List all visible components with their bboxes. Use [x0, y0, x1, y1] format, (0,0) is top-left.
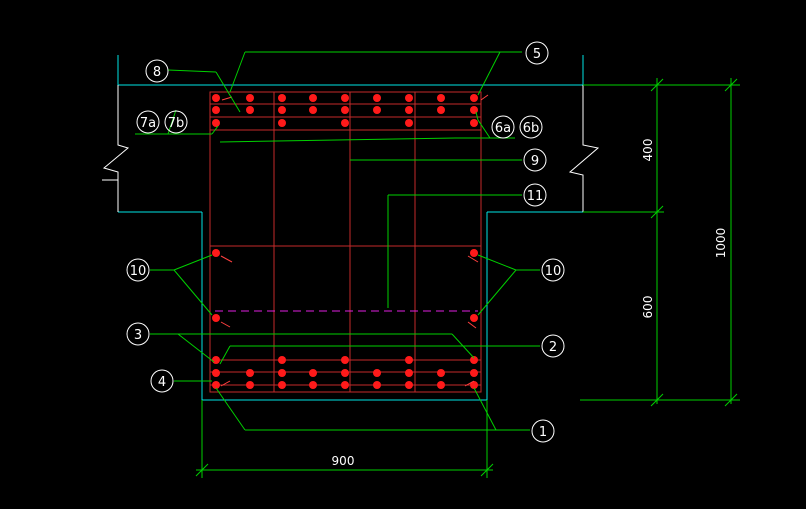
bottom-bars	[212, 356, 478, 389]
callout-10-left-label: 10	[130, 264, 147, 279]
side-bars	[212, 249, 478, 322]
rebar-dot	[405, 381, 413, 389]
rebar-dot	[278, 94, 286, 102]
callout-11-label: 11	[527, 189, 544, 204]
rebar-dot	[373, 381, 381, 389]
rebar-dot	[309, 369, 317, 377]
rebar-dot	[470, 356, 478, 364]
concrete-outline	[117, 55, 655, 401]
hook-ticks	[220, 94, 489, 387]
rebar-dot	[470, 314, 478, 322]
callout-3-label: 3	[134, 328, 142, 343]
callout-7b-label: 7b	[168, 116, 185, 131]
callout-10-right-label: 10	[545, 264, 562, 279]
rebar-dot	[341, 106, 349, 114]
callout-11: 11	[523, 183, 547, 207]
callout-4-label: 4	[158, 375, 166, 390]
callout-9-label: 9	[531, 154, 539, 169]
rebar-dot	[212, 314, 220, 322]
rebar-dot	[341, 356, 349, 364]
callout-10-right: 10	[541, 258, 565, 282]
rebar-dot	[437, 381, 445, 389]
callout-9: 9	[523, 148, 547, 172]
rebar-dot	[309, 106, 317, 114]
rebar-dot	[309, 381, 317, 389]
rebar-dot	[278, 119, 286, 127]
callout-5-label: 5	[533, 47, 541, 62]
slab-break-right	[568, 85, 600, 212]
callout-3: 3	[126, 322, 150, 346]
rebar-dot	[246, 94, 254, 102]
rebar-dot	[278, 356, 286, 364]
rebar-dot	[470, 106, 478, 114]
rebar-dot	[470, 94, 478, 102]
rebar-dot	[470, 249, 478, 257]
rebar-dot	[405, 119, 413, 127]
top-bars	[212, 94, 478, 127]
rebar-dot	[405, 369, 413, 377]
rebar-dot	[405, 106, 413, 114]
rebar-dot	[212, 119, 220, 127]
callout-1: 1	[531, 419, 555, 443]
rebar-dot	[341, 369, 349, 377]
rebar-dot	[437, 94, 445, 102]
rebar-dot	[246, 369, 254, 377]
rebar-dot	[470, 119, 478, 127]
rebar-dot	[341, 94, 349, 102]
rebar-dot	[373, 369, 381, 377]
rebar-dot	[405, 94, 413, 102]
callout-7a-label: 7a	[140, 116, 156, 131]
dim-width: 900	[332, 454, 355, 468]
rebar-dot	[212, 106, 220, 114]
callout-8: 8	[145, 59, 169, 83]
rebar-dot	[373, 94, 381, 102]
rebar-dot	[246, 106, 254, 114]
callout-2-label: 2	[549, 340, 557, 355]
rebar-dot	[470, 381, 478, 389]
rebar-dot	[437, 106, 445, 114]
rebar-dot	[278, 106, 286, 114]
callout-6b-label: 6b	[523, 121, 540, 136]
rebar-dot	[278, 381, 286, 389]
callout-6a: 6a	[491, 115, 515, 139]
callout-5: 5	[525, 41, 549, 65]
rebar-dot	[212, 369, 220, 377]
callout-6a-label: 6a	[495, 121, 511, 136]
leader-lines	[135, 51, 540, 431]
rebar-dot	[437, 369, 445, 377]
rebar-dot	[212, 381, 220, 389]
rebar-dot	[341, 119, 349, 127]
rebar-dot	[341, 381, 349, 389]
callout-6b: 6b	[519, 115, 543, 139]
rebar-dot	[246, 381, 254, 389]
rebar-dot	[212, 94, 220, 102]
rebar-dot	[278, 369, 286, 377]
callout-1-label: 1	[539, 425, 547, 440]
callout-7a: 7a	[136, 110, 160, 134]
dim-overall-height: 1000	[714, 228, 728, 259]
callout-10-left: 10	[126, 258, 150, 282]
rebar-dot	[373, 106, 381, 114]
callout-8-label: 8	[153, 65, 161, 80]
rebar-dot	[212, 356, 220, 364]
slab-break-left	[102, 85, 130, 212]
callout-4: 4	[150, 369, 174, 393]
rebar-frame	[209, 91, 482, 393]
rebar-dot	[309, 94, 317, 102]
rebar-dot	[470, 369, 478, 377]
dimension-lines	[195, 78, 740, 478]
callout-7b: 7b	[164, 110, 188, 134]
rebar-dot	[212, 249, 220, 257]
rebar-dot	[405, 356, 413, 364]
dim-bottom-part: 600	[641, 296, 655, 319]
callout-2: 2	[541, 334, 565, 358]
dim-top-part: 400	[641, 139, 655, 162]
